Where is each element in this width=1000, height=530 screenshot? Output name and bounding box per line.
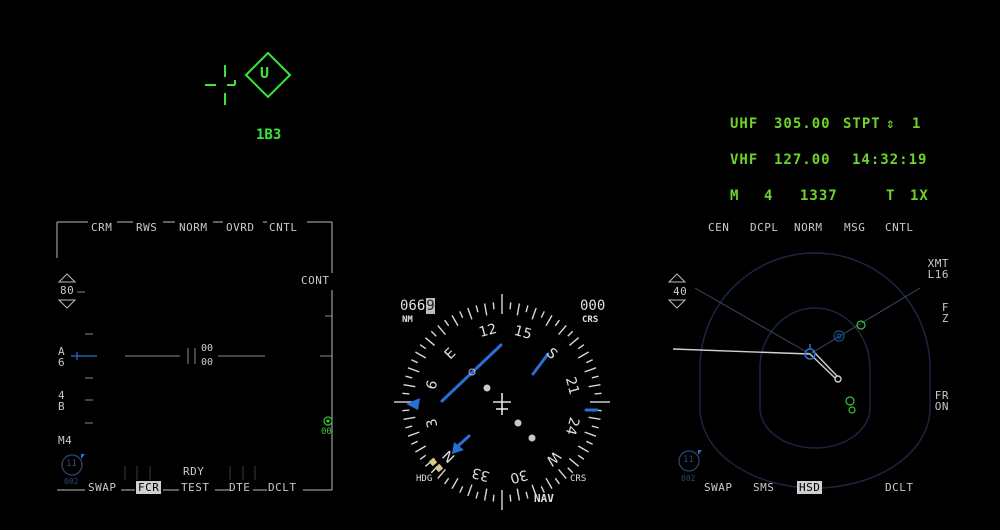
fcr-range-value[interactable]: 80 — [60, 284, 75, 297]
fcr-center-readout-top: 00 — [201, 343, 214, 354]
hsd-xmt-label: XMT — [927, 257, 949, 270]
fcr-osb-fcr[interactable]: FCR — [136, 481, 162, 494]
hsi-course-value: 000 — [580, 298, 606, 314]
hsd-clock-value: 11 — [683, 455, 694, 465]
heading-bug-icon — [428, 457, 444, 473]
hsd-osb-dcpl[interactable]: DCPL — [750, 221, 779, 234]
hsd-l16-label: L16 — [927, 268, 949, 281]
hud-range-readout: 1B3 — [256, 127, 282, 143]
hsd-fz-button[interactable]: F Z — [937, 302, 949, 324]
fcr-osb-ovrd[interactable]: OVRD — [226, 221, 255, 234]
hsi-distance-fraction: 9 — [426, 298, 435, 314]
hsd-osb-cntl[interactable]: CNTL — [885, 221, 914, 234]
fcr-bar-value: 4 — [58, 389, 66, 402]
fcr-osb-dclt[interactable]: DCLT — [268, 481, 297, 494]
hsi: 0669 NM 000 CRS HDG CRS NAV 12 15 S 21 2… — [390, 290, 620, 520]
friendly-track-icon — [845, 320, 866, 414]
hsd-osb-cen[interactable]: CEN — [708, 221, 730, 234]
hsd-map — [667, 252, 931, 489]
hsd-on-label: ON — [934, 400, 949, 413]
fcr-cont-button[interactable]: CONT — [301, 274, 330, 287]
ded-tacan-label: T — [886, 188, 896, 204]
hsd-f-label: F — [941, 301, 949, 314]
cdi-dots-icon — [483, 384, 536, 442]
hsi-hdg-knob-label[interactable]: HDG — [416, 474, 433, 484]
fcr-osb-test[interactable]: TEST — [181, 481, 210, 494]
hsd-osb-swap[interactable]: SWAP — [704, 481, 733, 494]
hsi-crs-knob-label[interactable]: CRS — [570, 474, 587, 484]
hud-target-symbol: U — [260, 64, 270, 82]
hsd-xmt-button[interactable]: XMT L16 — [923, 258, 949, 280]
ded-time: 14:32:19 — [852, 152, 928, 168]
fcr-bar-button[interactable]: 4 B — [58, 390, 65, 412]
hsd-osb-hsd[interactable]: HSD — [797, 481, 823, 494]
fcr-mfd: CRM RWS NORM OVRD CNTL 80 CONT A 6 4 B M… — [55, 218, 335, 498]
hsd-osb-norm[interactable]: NORM — [794, 221, 823, 234]
ded-mode-label: M — [730, 188, 740, 204]
ded-mode-value: 4 — [764, 188, 774, 204]
ded-vhf-freq: 127.00 — [774, 152, 831, 168]
fcr-osb-dte[interactable]: DTE — [229, 481, 251, 494]
hsd-fr-label: FR — [934, 389, 949, 402]
fcr-status-rdy: RDY — [183, 465, 205, 478]
hsi-distance-value: 066 — [400, 298, 426, 314]
bearing-pointer-left-icon — [406, 398, 420, 410]
ded-stpt-label: STPT — [843, 116, 881, 132]
fcr-azimuth-letter: A — [58, 345, 66, 358]
fcr-osb-crm[interactable]: CRM — [91, 221, 113, 234]
fcr-osb-rws[interactable]: RWS — [136, 221, 158, 234]
fcr-mode-button[interactable]: M4 — [58, 434, 73, 447]
course-arrow-icon — [452, 442, 464, 454]
hsd-osb-sms[interactable]: SMS — [753, 481, 775, 494]
fcr-bottom-left-small: 002 — [64, 477, 79, 486]
fcr-bar-letter: B — [58, 400, 66, 413]
fcr-osb-swap[interactable]: SWAP — [88, 481, 117, 494]
fcr-clock-value: 11 — [66, 459, 77, 469]
ded-stpt-value: 1 — [912, 116, 922, 132]
clock-icon — [61, 454, 85, 476]
hsd-osb-msg[interactable]: MSG — [844, 221, 866, 234]
fcr-target-readout: 00 — [321, 427, 332, 437]
ded-stpt-arrow-icon: ⇕ — [886, 116, 896, 132]
hsi-nav-mode: NAV — [534, 492, 554, 505]
clock-icon — [678, 450, 702, 472]
fcr-center-readout-bottom: 00 — [201, 357, 214, 368]
hud-symbology: U 1B3 — [195, 45, 315, 155]
ded-vhf-label: VHF — [730, 152, 759, 168]
fcr-frame — [56, 221, 333, 491]
ded-tacan-channel: 1X — [910, 188, 929, 204]
hsi-distance-unit: NM — [402, 315, 413, 325]
hsi-course-label: CRS — [582, 315, 599, 325]
ded-uhf-freq: 305.00 — [774, 116, 831, 132]
aircraft-symbol-icon — [493, 393, 511, 415]
steerpoint-icon — [833, 330, 845, 342]
ded-uhf-label: UHF — [730, 116, 759, 132]
hsd-mfd: CEN DCPL NORM MSG CNTL 40 XMT L16 F Z FR… — [665, 218, 965, 503]
ded-code: 1337 — [800, 188, 838, 204]
fcr-osb-cntl[interactable]: CNTL — [269, 221, 298, 234]
target-symbol-icon — [323, 416, 333, 426]
hsd-range-value[interactable]: 40 — [673, 285, 688, 298]
hsi-compass-rose — [394, 294, 610, 510]
hsd-osb-dclt[interactable]: DCLT — [885, 481, 914, 494]
fcr-azimuth-button[interactable]: A 6 — [58, 346, 65, 368]
ownship-icon — [804, 344, 816, 360]
hsi-distance: 0669 — [400, 298, 435, 314]
hsd-fron-button[interactable]: FR ON — [929, 390, 949, 412]
hsd-z-label: Z — [941, 312, 949, 325]
hud-reticle-icon — [205, 51, 292, 105]
hsd-bottom-left-small: 002 — [681, 474, 696, 483]
fcr-azimuth-value: 6 — [58, 356, 66, 369]
fcr-osb-norm[interactable]: NORM — [179, 221, 208, 234]
